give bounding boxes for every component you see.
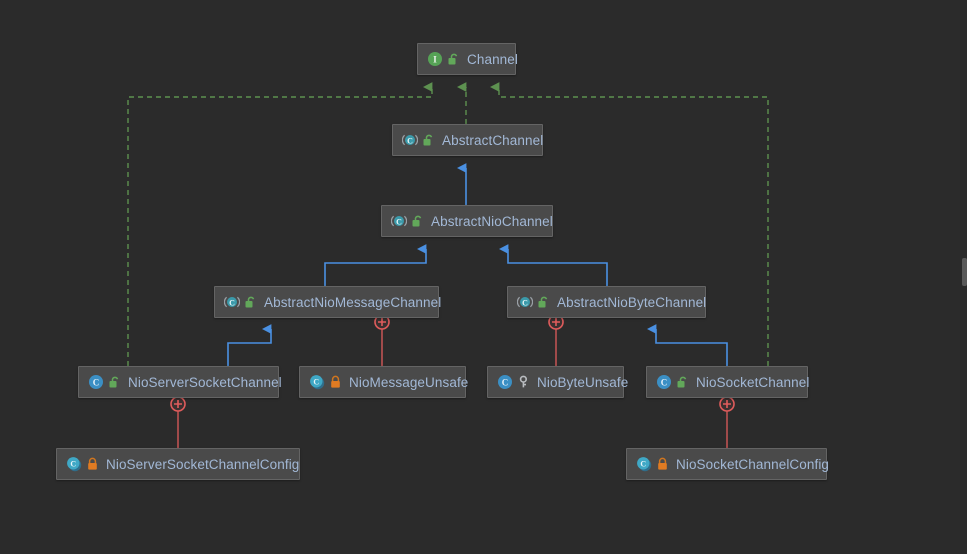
class-node-label: AbstractNioByteChannel bbox=[557, 294, 707, 310]
svg-text:C: C bbox=[313, 378, 319, 387]
unlock-green-icon bbox=[412, 215, 422, 227]
class-node-label: NioServerSocketChannel bbox=[128, 374, 282, 390]
class-node-label: NioServerSocketChannelConfig bbox=[106, 456, 300, 472]
edge-nio-byte-unsafe-to-abstract-nio-byte-channel bbox=[548, 314, 564, 366]
unlock-green-icon bbox=[245, 296, 255, 308]
edge-abstract-nio-byte-channel-to-abstract-nio-channel bbox=[498, 244, 608, 286]
abstract-class-icon: C bbox=[402, 134, 418, 145]
class-node-nio-byte-unsafe[interactable]: C NioByteUnsafe bbox=[487, 366, 628, 398]
class-node-channel[interactable]: I Channel bbox=[417, 43, 518, 75]
unlock-green-icon bbox=[538, 296, 548, 308]
unlock-green-icon bbox=[448, 53, 458, 65]
svg-text:C: C bbox=[502, 378, 509, 388]
class-node-label: NioByteUnsafe bbox=[537, 374, 629, 390]
svg-text:C: C bbox=[70, 460, 76, 469]
svg-text:C: C bbox=[640, 460, 646, 469]
class-node-nio-server-socket-channel[interactable]: C NioServerSocketChannel bbox=[78, 366, 282, 398]
vertical-scrollbar-thumb[interactable] bbox=[962, 258, 967, 286]
edge-nio-message-unsafe-to-abstract-nio-message-channel bbox=[374, 314, 390, 366]
class-node-label: AbstractNioChannel bbox=[431, 213, 553, 229]
class-icon: C bbox=[89, 375, 103, 389]
edge-nio-server-socket-channel-to-abstract-nio-message-channel bbox=[227, 324, 272, 366]
edge-nio-socket-channel-to-abstract-nio-byte-channel bbox=[646, 324, 728, 366]
svg-text:C: C bbox=[661, 378, 668, 388]
edge-nio-socket-channel-config-to-nio-socket-channel bbox=[719, 396, 735, 448]
svg-text:C: C bbox=[396, 217, 402, 226]
class-node-nio-socket-channel-config[interactable]: C NioSocketChannelConfig bbox=[626, 448, 830, 480]
class-node-nio-socket-channel[interactable]: C NioSocketChannel bbox=[646, 366, 810, 398]
class-node-label: Channel bbox=[467, 51, 518, 67]
interface-icon: I bbox=[428, 52, 442, 66]
class-node-abstract-nio-message-channel[interactable]: C AbstractNioMessageChannel bbox=[214, 286, 442, 318]
class-node-label: NioMessageUnsafe bbox=[349, 374, 469, 390]
svg-text:C: C bbox=[522, 298, 528, 307]
abstract-class-icon: C bbox=[224, 296, 240, 307]
lock-orange-icon bbox=[331, 375, 340, 388]
lock-orange-icon bbox=[88, 457, 97, 470]
edge-nio-server-socket-channel-config-to-nio-server-socket-channel bbox=[170, 396, 186, 448]
svg-text:C: C bbox=[407, 136, 413, 145]
class-node-abstract-nio-byte-channel[interactable]: C AbstractNioByteChannel bbox=[507, 286, 706, 318]
class-icon: C bbox=[498, 375, 512, 389]
class-node-abstract-channel[interactable]: C AbstractChannel bbox=[392, 124, 543, 156]
class-node-label: NioSocketChannelConfig bbox=[676, 456, 830, 472]
class-icon: C bbox=[657, 375, 671, 389]
key-grey-icon bbox=[519, 375, 528, 388]
class-node-label: AbstractNioMessageChannel bbox=[264, 294, 442, 310]
class-node-nio-server-socket-channel-config[interactable]: C NioServerSocketChannelConfig bbox=[56, 448, 300, 480]
svg-text:I: I bbox=[433, 56, 437, 66]
class-node-label: AbstractChannel bbox=[442, 132, 544, 148]
svg-text:C: C bbox=[229, 298, 235, 307]
unlock-green-icon bbox=[109, 376, 119, 388]
abstract-class-icon: C bbox=[391, 215, 407, 226]
unlock-green-icon bbox=[423, 134, 433, 146]
abstract-class-icon: C bbox=[517, 296, 533, 307]
lock-orange-icon bbox=[658, 457, 667, 470]
inner-class-icon: C bbox=[310, 375, 325, 390]
unlock-green-icon bbox=[677, 376, 687, 388]
inner-class-icon: C bbox=[637, 457, 652, 472]
inner-class-icon: C bbox=[67, 457, 82, 472]
class-node-label: NioSocketChannel bbox=[696, 374, 810, 390]
svg-text:C: C bbox=[93, 378, 100, 388]
class-node-nio-message-unsafe[interactable]: C NioMessageUnsafe bbox=[299, 366, 469, 398]
class-node-abstract-nio-channel[interactable]: C AbstractNioChannel bbox=[381, 205, 553, 237]
edge-abstract-nio-message-channel-to-abstract-nio-channel bbox=[324, 244, 427, 286]
